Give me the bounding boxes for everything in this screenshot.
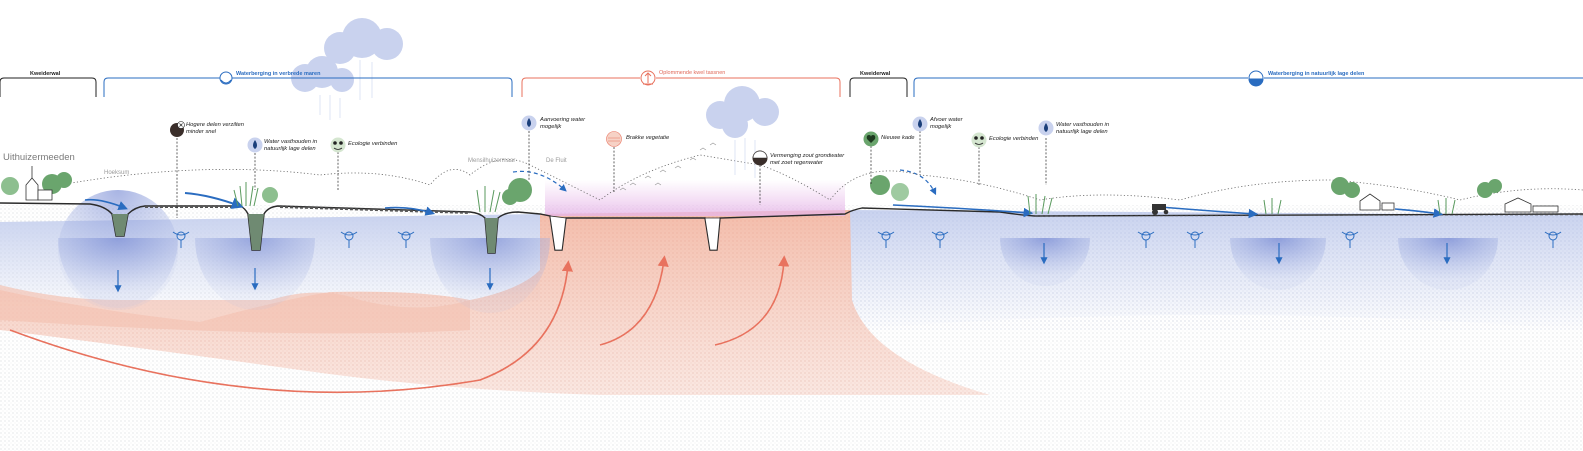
water-drop-icon [522, 116, 537, 131]
surface-flow-arrow [185, 193, 240, 206]
brackish-haze [545, 180, 845, 216]
annotation-hogere-delen: Hogere delen verzilten minder snel [186, 122, 248, 135]
annotation-water-vasthouden-left: Water vasthouden in natuurlijk lage dele… [264, 139, 324, 152]
place-de-fluit: De Fluit [546, 158, 567, 165]
frog-icon [331, 138, 346, 153]
annotation-vermenging: Vermenging zout grondwater met zoet rege… [770, 153, 845, 166]
mixing-icon [753, 151, 768, 166]
water-drop-icon [1039, 121, 1054, 136]
annotation-afvoer-water: Afvoer water mogelijk [930, 117, 980, 130]
bracket-kweiderwal-left [0, 78, 96, 97]
bracket-waterberging-right [914, 71, 1583, 97]
bracket-label-kweiderwal-left: Kweiderwal [30, 71, 60, 78]
place-mensilhuizermaar: Mensilhuizermaar [468, 158, 515, 165]
annotation-ecologie-right: Ecologie verbinden [989, 136, 1049, 143]
salt-cross-icon [170, 122, 185, 138]
place-uithuizermeeden: Uithuizermeeden [3, 152, 75, 163]
annotation-aanvoer-water: Aanvoering water mogelijk [540, 117, 590, 130]
bracket-label-waterberging-left: Waterberging in verbrede maren [236, 71, 320, 78]
water-drop-icon [248, 138, 263, 153]
bracket-label-center: Oplommende kwel tassnen [659, 70, 725, 77]
bracket-kweiderwal-right [850, 78, 907, 97]
brackish-plant-icon [607, 132, 622, 147]
annotation-brakke-vegetatie: Brakke vegetatie [626, 135, 686, 142]
frog-icon [972, 133, 987, 148]
bracket-label-kweiderwal-right: Kweiderwal [860, 71, 890, 78]
place-hoeksum: Hoeksum [104, 170, 129, 177]
heart-icon [864, 132, 879, 147]
annotation-water-vasthouden-right: Water vasthouden in natuurlijk lage dele… [1056, 122, 1120, 135]
annotation-nieuwe-kade: Nieuwe kade [881, 135, 931, 142]
bracket-label-waterberging-right: Waterberging in natuurlijk lage delen [1268, 71, 1364, 78]
annotation-ecologie-left: Ecologie verbinden [348, 141, 408, 148]
water-drop-icon [913, 117, 928, 132]
